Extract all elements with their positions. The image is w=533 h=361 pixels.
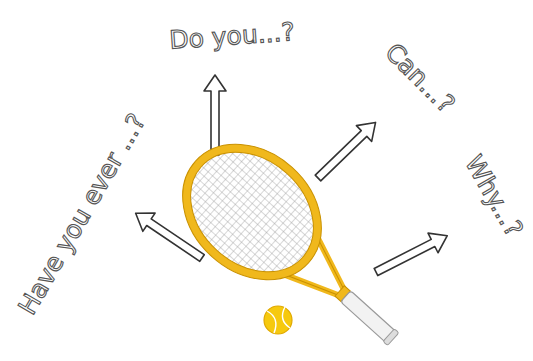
arrow — [371, 226, 452, 282]
question-prompt: Can...? — [379, 37, 460, 118]
tennis-ball — [264, 306, 292, 334]
arrow — [204, 75, 226, 155]
arrow — [310, 115, 383, 186]
question-prompt: Have you ever ...? — [13, 108, 152, 319]
question-prompt: Why...? — [459, 150, 529, 241]
question-prompt: Do you...? — [168, 17, 295, 55]
tennis-racket — [155, 117, 433, 361]
